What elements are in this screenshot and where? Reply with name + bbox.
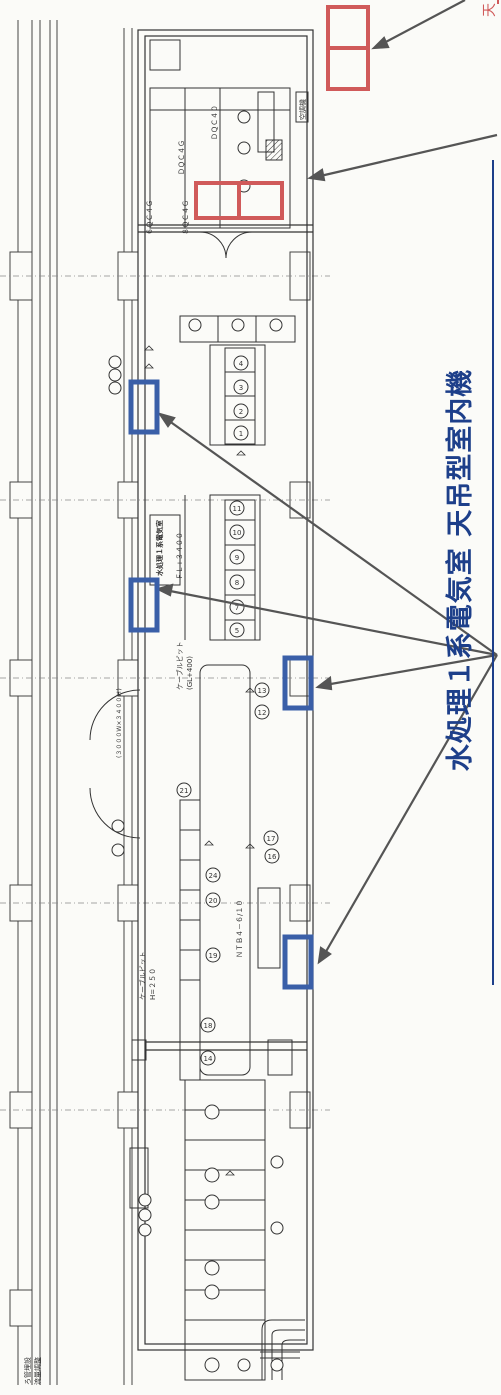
panel-row-upper	[179, 315, 296, 446]
svg-text:20: 20	[209, 897, 218, 905]
svg-text:5: 5	[235, 627, 239, 635]
svg-text:24: 24	[209, 872, 218, 880]
svg-text:10: 10	[233, 529, 242, 537]
svg-text:1: 1	[239, 430, 243, 438]
svg-text:4: 4	[239, 360, 244, 368]
svg-text:14: 14	[204, 1055, 213, 1063]
panel-code-3: ＤＱＣ４Ｇ	[178, 140, 186, 175]
svg-text:12: 12	[258, 709, 267, 717]
room-label: 水処理１系電気室	[156, 520, 164, 576]
svg-text:7: 7	[235, 604, 239, 612]
panel-code-2: ８ＱＣ４Ｇ	[182, 200, 190, 235]
bottom-pipes	[260, 1319, 305, 1380]
svg-text:13: 13	[258, 687, 267, 695]
panel-row-middle	[184, 494, 261, 641]
blue-marker-indoor-unit-2	[128, 577, 160, 633]
room-height: ＦＬ+３４００	[176, 532, 184, 580]
svg-text:8: 8	[235, 579, 239, 587]
svg-text:16: 16	[268, 853, 277, 861]
panel-row-bottom	[129, 1039, 266, 1381]
door-label: (３０００Ｗ×３４００Ｈ)	[116, 688, 123, 758]
bottom-label-1: ろ管埋設	[24, 1357, 32, 1385]
blue-marker-indoor-unit-3	[282, 655, 314, 711]
panel-code-1: ６ＱＣ４Ｇ	[146, 200, 154, 235]
equipment-circles	[108, 110, 284, 1373]
cable-pit-1-level: (GL+400)	[186, 655, 194, 690]
title-partial-top: 天	[482, 3, 498, 17]
svg-text:9: 9	[235, 554, 239, 562]
panel-row-label: ＮＴＢ４－６/１０	[236, 899, 244, 958]
svg-text:21: 21	[180, 787, 189, 795]
top-panels	[149, 39, 309, 229]
door-swings	[89, 231, 253, 839]
cable-pit-1: ケーブルピット	[176, 641, 184, 690]
cable-pit-2-level: H=２５０	[149, 967, 157, 1000]
blue-markers	[128, 379, 314, 990]
aircon-label: 空調機	[299, 99, 307, 120]
svg-text:3: 3	[239, 384, 243, 392]
panel-code-4: ＤＱＣ４０	[211, 105, 219, 140]
panel-row-lower	[179, 664, 293, 1081]
svg-text:19: 19	[209, 952, 218, 960]
bottom-label-2: 流量調整	[34, 1357, 42, 1385]
blue-marker-indoor-unit-4	[282, 934, 314, 990]
column-markers	[9, 251, 311, 1327]
annotation-arrows	[154, 0, 498, 965]
svg-text:17: 17	[267, 835, 276, 843]
grid-lines	[0, 275, 330, 1111]
room-label-box	[149, 514, 181, 586]
markers-triangles	[144, 345, 255, 1176]
blue-marker-indoor-unit-1	[128, 379, 160, 435]
cable-pit-2: ケーブルピット	[139, 951, 147, 1000]
red-markers	[194, 5, 370, 220]
svg-text:11: 11	[233, 505, 242, 513]
svg-text:18: 18	[204, 1022, 213, 1030]
diagram-title: 水処理１系電気室 天吊型室内機	[445, 368, 476, 772]
svg-text:2: 2	[239, 408, 243, 416]
